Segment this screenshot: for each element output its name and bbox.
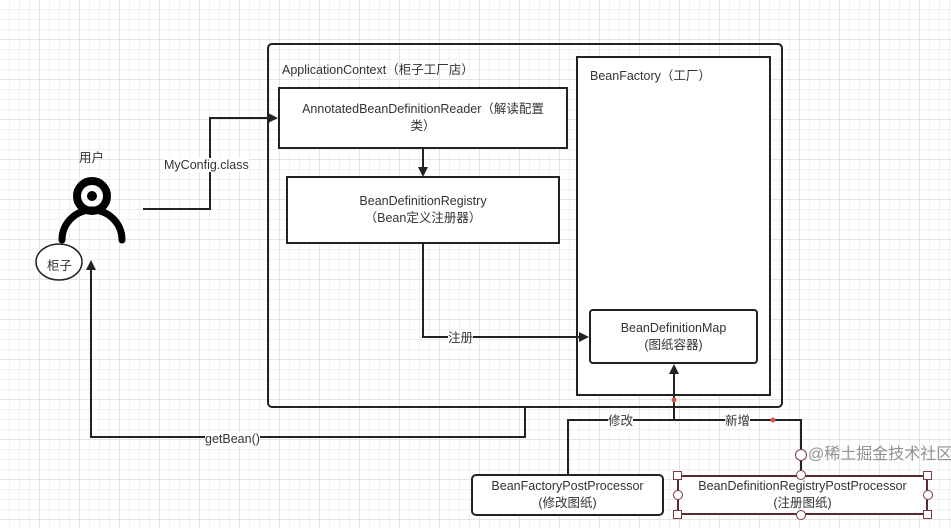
user-label: 用户 — [79, 151, 105, 165]
register-edge — [422, 243, 589, 342]
user-name: 柜子 — [47, 259, 73, 273]
bfpp-line2: (修改图纸) — [538, 496, 597, 510]
add-edge-label: 新增 — [725, 414, 751, 428]
application-context-container[interactable] — [267, 43, 783, 408]
connection-point[interactable] — [923, 490, 933, 500]
connection-point[interactable] — [673, 490, 683, 500]
config-edge-label: MyConfig.class — [164, 158, 249, 172]
modify-edge-label: 修改 — [608, 414, 634, 428]
register-edge-label: 注册 — [448, 331, 474, 345]
connection-point[interactable] — [796, 470, 806, 480]
bean-factory-title: BeanFactory（工厂） — [590, 69, 711, 83]
reader-line2: 类） — [410, 119, 436, 133]
bdrpp-line1: BeanDefinitionRegistryPostProcessor — [698, 479, 907, 493]
bdrpp-line2: (注册图纸) — [773, 496, 832, 510]
map-line2: (图纸容器) — [644, 337, 703, 352]
resize-handle[interactable] — [923, 471, 932, 480]
bean-definition-registry-post-processor-box[interactable]: BeanDefinitionRegistryPostProcessor (注册图… — [677, 475, 928, 515]
get-bean-edge — [86, 260, 526, 438]
reader-box[interactable]: AnnotatedBeanDefinitionReader（解读配置 类） — [278, 87, 568, 149]
registry-line1: BeanDefinitionRegistry — [359, 194, 487, 208]
application-context-title: ApplicationContext（柜子工厂店） — [282, 63, 474, 77]
add-edge — [674, 419, 802, 475]
resize-handle[interactable] — [673, 471, 682, 480]
reader-line1: AnnotatedBeanDefinitionReader（解读配置 — [302, 102, 544, 116]
resize-handle[interactable] — [923, 510, 932, 519]
user-name-ellipse — [35, 243, 83, 281]
bean-definition-map-box[interactable]: BeanDefinitionMap (图纸容器) — [589, 309, 758, 364]
edge-endpoint-handle[interactable] — [795, 449, 807, 461]
map-line1: BeanDefinitionMap — [620, 320, 727, 335]
connection-point[interactable] — [796, 510, 806, 520]
bfpp-line1: BeanFactoryPostProcessor — [491, 479, 644, 493]
watermark: @稀土掘金技术社区 — [808, 446, 951, 463]
user-icon — [58, 177, 126, 244]
bean-factory-post-processor-box[interactable]: BeanFactoryPostProcessor (修改图纸) — [471, 474, 664, 516]
registry-box[interactable]: BeanDefinitionRegistry （Bean定义注册器） — [286, 176, 560, 244]
get-bean-edge-label: getBean() — [205, 432, 260, 446]
registry-line2: （Bean定义注册器） — [364, 211, 482, 225]
resize-handle[interactable] — [673, 510, 682, 519]
